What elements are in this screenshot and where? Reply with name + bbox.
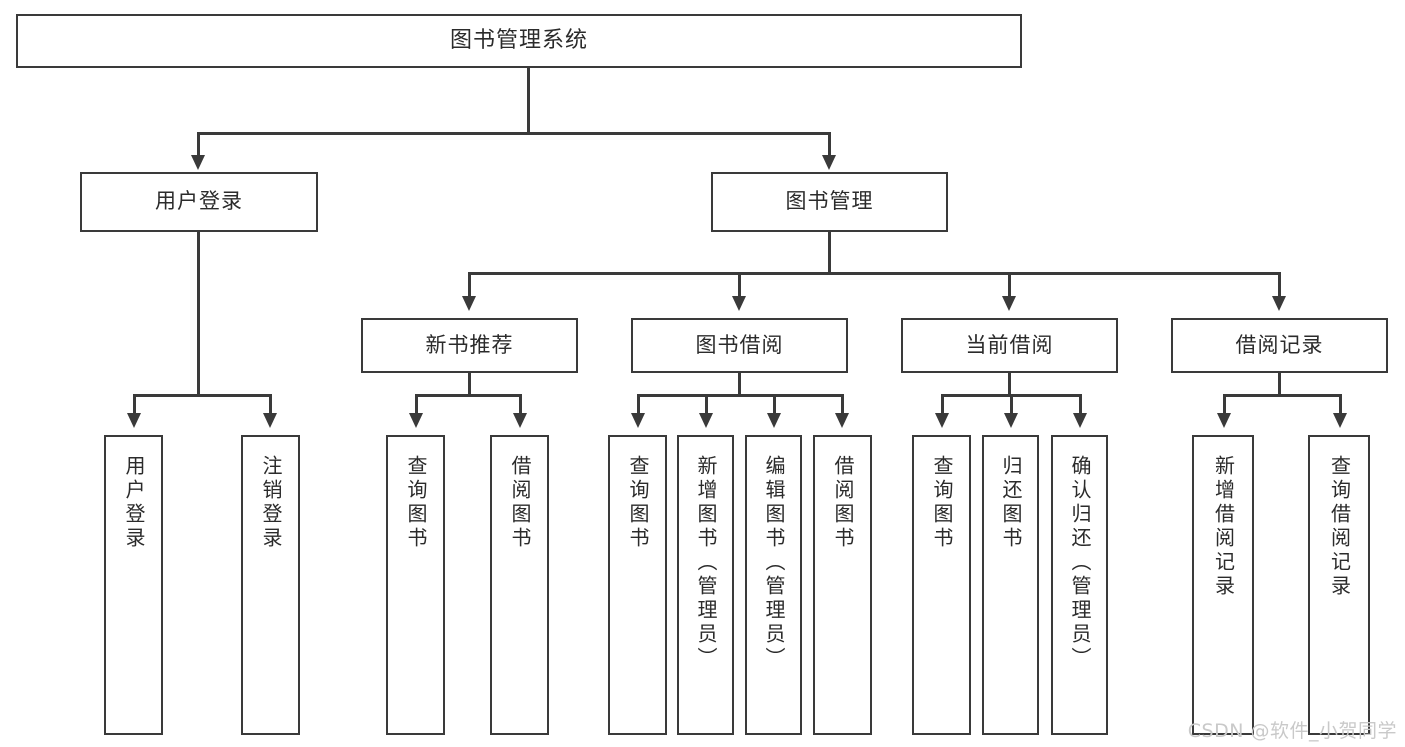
node-label: 借阅图书 [831,455,855,551]
arrow-to-borrow-record [1272,296,1286,311]
connector-to-borrow-record [1278,272,1281,298]
node-label: 新书推荐 [425,332,514,357]
arrow-leaf-add-borrow-record [1217,413,1231,428]
connector-root-stem [527,68,530,134]
node-book-management[interactable]: 图书管理 [711,172,948,232]
csdn-watermark: CSDN @软件_小贺同学 [1187,720,1397,742]
node-label: 用户登录 [122,455,146,551]
connector-bb-leaf2 [705,394,708,415]
connector-nbr-leaf1 [415,394,418,415]
node-label: 图书管理 [785,189,874,214]
arrow-leaf-borrow-book-2 [835,413,849,428]
node-leaf-borrow-book-2[interactable]: 借阅图书 [813,435,872,735]
connector-to-book-borrow [738,272,741,298]
arrow-leaf-borrow-book-1 [513,413,527,428]
node-leaf-query-book-2[interactable]: 查询图书 [608,435,667,735]
arrow-leaf-query-borrow-record [1333,413,1347,428]
connector-borrow-record-stem [1278,373,1281,396]
arrow-to-user-login [191,155,205,170]
connector-bb-leaf1 [637,394,640,415]
connector-user-login-stem [197,232,200,396]
connector-root-bus [197,132,830,135]
node-label: 注销登录 [259,455,283,551]
node-leaf-borrow-book-1[interactable]: 借阅图书 [490,435,549,735]
node-leaf-confirm-return-admin[interactable]: 确认归还（管理员） [1051,435,1108,735]
connector-book-borrow-bus [637,394,841,397]
connector-borrow-record-bus [1223,394,1341,397]
arrow-leaf-user-logout [263,413,277,428]
node-book-borrow[interactable]: 图书借阅 [631,318,848,373]
node-label: 查询借阅记录 [1327,455,1352,599]
arrow-leaf-edit-book-admin [767,413,781,428]
node-leaf-query-borrow-record[interactable]: 查询借阅记录 [1308,435,1370,735]
arrow-to-book-borrow [732,296,746,311]
node-leaf-add-borrow-record[interactable]: 新增借阅记录 [1192,435,1254,735]
connector-user-login-leaf1 [133,394,136,415]
arrow-leaf-query-book-1 [409,413,423,428]
connector-current-borrow-stem [1008,373,1011,396]
node-leaf-edit-book-admin[interactable]: 编辑图书（管理员） [745,435,802,735]
node-user-login[interactable]: 用户登录 [80,172,318,232]
connector-to-new-book-recommend [468,272,471,298]
arrow-leaf-add-book-admin [699,413,713,428]
connector-to-user-login [197,132,200,157]
connector-new-book-recommend-bus [415,394,521,397]
node-leaf-return-book[interactable]: 归还图书 [982,435,1039,735]
connector-br-leaf2 [1339,394,1342,415]
node-leaf-user-login[interactable]: 用户登录 [104,435,163,735]
connector-book-borrow-stem [738,373,741,396]
arrow-leaf-query-book-2 [631,413,645,428]
connector-book-management-bus [468,272,1280,275]
node-leaf-query-book-3[interactable]: 查询图书 [912,435,971,735]
node-label: 查询图书 [930,455,954,551]
arrow-to-new-book-recommend [462,296,476,311]
node-root[interactable]: 图书管理系统 [16,14,1022,68]
connector-nbr-leaf2 [519,394,522,415]
node-label: 图书管理系统 [449,27,588,53]
connector-to-current-borrow [1008,272,1011,298]
node-label: 确认归还（管理员） [1068,455,1092,671]
connector-cb-leaf3 [1079,394,1082,415]
node-leaf-user-logout[interactable]: 注销登录 [241,435,300,735]
connector-bb-leaf4 [841,394,844,415]
node-label: 编辑图书（管理员） [762,455,786,671]
node-label: 归还图书 [999,455,1023,551]
node-label: 查询图书 [626,455,650,551]
node-leaf-query-book-1[interactable]: 查询图书 [386,435,445,735]
arrow-leaf-confirm-return-admin [1073,413,1087,428]
node-label: 新增图书（管理员） [694,455,718,671]
arrow-leaf-query-book-3 [935,413,949,428]
connector-book-management-stem [828,232,831,274]
node-label: 借阅记录 [1235,332,1324,357]
arrow-leaf-user-login [127,413,141,428]
connector-new-book-recommend-stem [468,373,471,396]
connector-bb-leaf3 [773,394,776,415]
arrow-to-current-borrow [1002,296,1016,311]
node-borrow-record[interactable]: 借阅记录 [1171,318,1388,373]
node-label: 借阅图书 [508,455,532,551]
connector-cb-leaf1 [941,394,944,415]
connector-user-login-leaf2 [269,394,272,415]
arrow-leaf-return-book [1004,413,1018,428]
arrow-to-book-management [822,155,836,170]
connector-cb-leaf2 [1010,394,1013,415]
node-label: 查询图书 [404,455,428,551]
node-label: 用户登录 [155,189,243,214]
connector-user-login-bus [133,394,270,397]
node-new-book-recommend[interactable]: 新书推荐 [361,318,578,373]
node-current-borrow[interactable]: 当前借阅 [901,318,1118,373]
node-leaf-add-book-admin[interactable]: 新增图书（管理员） [677,435,734,735]
node-label: 新增借阅记录 [1211,455,1236,599]
connector-to-book-management [828,132,831,157]
node-label: 当前借阅 [965,332,1054,357]
connector-br-leaf1 [1223,394,1226,415]
node-label: 图书借阅 [695,332,784,357]
